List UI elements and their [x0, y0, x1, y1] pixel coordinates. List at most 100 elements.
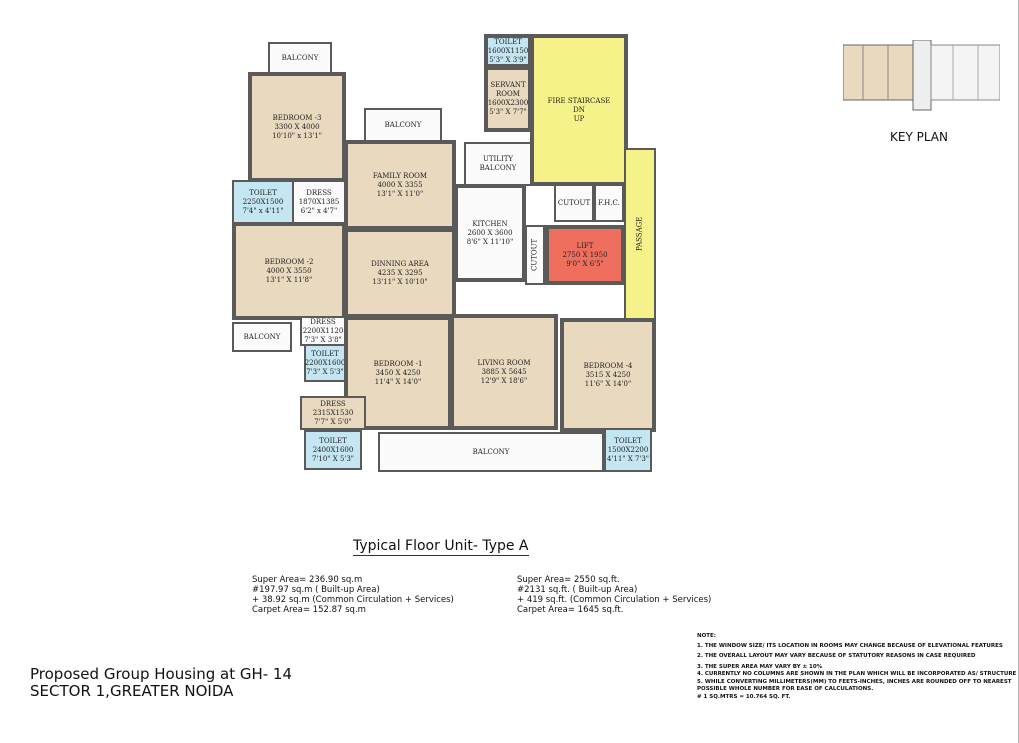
room-dimensions-ft: 7'3" X 3'8" — [304, 335, 342, 344]
room-dimensions-mm: 2400X1600 — [312, 445, 354, 454]
room-label: CUTOUT — [557, 198, 591, 207]
room-label: FAMILY ROOM — [372, 171, 428, 180]
area-line: #197.97 sq.m ( Built-up Area) — [252, 585, 380, 595]
room-utility-balcony: UTILITY BALCONY — [464, 142, 532, 186]
room-dimensions-mm: 4000 X 3355 — [377, 180, 423, 189]
room-dimensions-ft: 7'4" x 4'11" — [242, 206, 284, 215]
room-dimensions-mm: 2200X1600 — [304, 358, 346, 367]
room-dimensions-ft: 13'11" X 10'10" — [372, 277, 428, 286]
room-dimensions-ft: 12'9" X 18'6" — [480, 376, 528, 385]
room-dimensions-mm: 2315X1530 — [312, 408, 354, 417]
room-dimensions-ft: 9'0" X 6'5" — [566, 259, 604, 268]
area-line: Super Area= 236.90 sq.m — [252, 575, 363, 585]
room-label: TOILET — [494, 37, 522, 46]
room-dimensions-mm: 3300 X 4000 — [274, 122, 320, 131]
room-label: DRESS — [310, 317, 336, 326]
area-line: Carpet Area= 152.87 sq.m — [252, 605, 366, 615]
room-dimensions-mm: 3450 X 4250 — [375, 368, 421, 377]
room-label: BALCONY — [281, 53, 319, 62]
notes: NOTE: 1. THE WINDOW SIZE/ ITS LOCATION I… — [697, 633, 1017, 701]
room-balcony-left: BALCONY — [232, 322, 292, 352]
room-dimensions-ft: 8'6" X 11'10" — [466, 237, 514, 246]
room-dimensions-mm: DN — [573, 105, 585, 114]
room-cutout-1: CUTOUT — [554, 184, 594, 222]
area-metric: Super Area= 236.90 sq.m #197.97 sq.m ( B… — [252, 575, 454, 615]
room-label: LIVING ROOM — [477, 358, 531, 367]
room-label: SERVANT ROOM — [490, 81, 526, 98]
room-dimensions-mm: 3885 X 5645 — [481, 367, 527, 376]
room-balcony-top-left: BALCONY — [268, 42, 332, 74]
room-dimensions-mm: 1600X2300 — [487, 99, 529, 107]
room-dimensions-mm: 4000 X 3550 — [266, 266, 312, 275]
room-label: LIFT — [576, 241, 594, 250]
room-label: F.H.C. — [598, 198, 620, 207]
room-dimensions-ft: 11'6" X 14'0" — [584, 379, 632, 388]
key-plan-drawing — [842, 39, 1001, 111]
room-label: TOILET — [249, 188, 277, 197]
room-label: TOILET — [319, 436, 347, 445]
room-label: BALCONY — [472, 447, 510, 456]
note: # 1 SQ.MTRS = 10.764 SQ. FT. — [697, 693, 791, 700]
room-dimensions-mm: 1500X2200 — [607, 445, 649, 454]
area-line: Super Area= 2550 sq.ft. — [517, 575, 620, 585]
notes-heading: NOTE: — [697, 633, 716, 639]
room-dimensions-ft: 5'3" X 7'7" — [489, 108, 527, 116]
note: 3. THE SUPER AREA MAY VARY BY ± 10% — [697, 663, 823, 670]
room-label: TOILET — [614, 436, 642, 445]
area-line: Carpet Area= 1645 sq.ft. — [517, 605, 624, 615]
room-dimensions-ft: 10'10" x 13'1" — [272, 131, 322, 140]
room-dimensions-ft: 13'1" X 11'8" — [265, 275, 313, 284]
room-dimensions-ft: 6'2" x 4'7" — [300, 206, 338, 215]
room-label: BALCONY — [384, 120, 422, 129]
room-dimensions-ft: 5'3" X 3'9" — [489, 55, 527, 64]
project-info: Proposed Group Housing at GH- 14 SECTOR … — [30, 666, 292, 700]
room-label: FIRE STAIRCASE — [547, 96, 611, 105]
room-label: DRESS — [320, 399, 346, 408]
note: 4. CURRENTLY NO COLUMNS ARE SHOWN IN THE… — [697, 671, 1017, 677]
room-label: BEDROOM -3 — [272, 113, 322, 122]
room-dimensions-ft: 7'3" X 5'3" — [306, 367, 344, 376]
key-plan-label: KEY PLAN — [890, 130, 948, 144]
room-label: DINNING AREA — [371, 259, 429, 268]
room-label: PASSAGE — [635, 216, 644, 252]
note: 1. THE WINDOW SIZE/ ITS LOCATION IN ROOM… — [697, 642, 1003, 649]
room-dimensions-mm: 1870X1385 — [298, 197, 340, 206]
room-dimensions-ft: 7'10" X 5'3" — [312, 454, 354, 463]
room-dimensions-mm: 3515 X 4250 — [585, 370, 631, 379]
room-dimensions-mm: 2750 X 1950 — [562, 250, 608, 259]
project-line: Proposed Group Housing at GH- 14 — [30, 665, 293, 683]
room-balcony-bottom: BALCONY — [378, 432, 604, 472]
room-label: TOILET — [311, 349, 339, 358]
room-label: BEDROOM -2 — [264, 257, 314, 266]
room-label: BEDROOM -1 — [373, 359, 423, 368]
note: 2. THE OVERALL LAYOUT MAY VARY BECAUSE O… — [697, 653, 976, 659]
area-line: + 419 sq.ft. (Common Circulation + Servi… — [517, 595, 712, 605]
room-dimensions-ft: UP — [573, 114, 585, 123]
room-dimensions-ft: 4'11" X 7'3" — [607, 454, 649, 463]
plan-title: Typical Floor Unit- Type A — [353, 538, 529, 556]
room-dimensions-mm: 1600X1150 — [487, 46, 529, 55]
room-dimensions-mm: 2600 X 3600 — [467, 228, 513, 237]
key-plan — [842, 39, 1001, 115]
room-dimensions-ft: 7'7" X 5'0" — [314, 417, 352, 426]
room-dimensions-ft: 11'4" X 14'0" — [374, 377, 422, 386]
room-passage: PASSAGE — [624, 148, 656, 320]
room-label: BEDROOM -4 — [583, 361, 633, 370]
room-label: UTILITY BALCONY — [479, 155, 517, 172]
